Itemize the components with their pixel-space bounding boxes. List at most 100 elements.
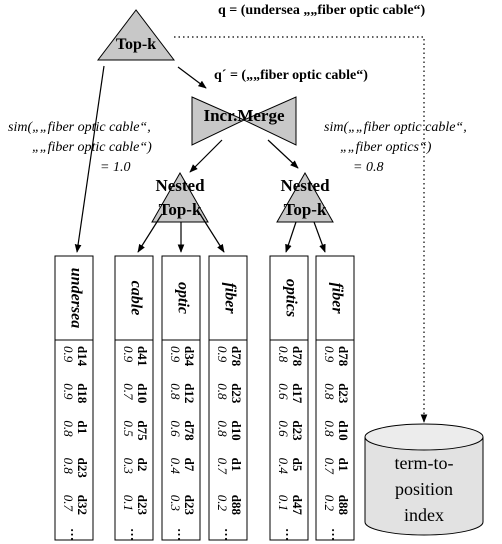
list-entry-doc: d23 [75, 458, 90, 479]
list-entry-score: 0.8 [276, 346, 291, 363]
nested-topk-left-shape [151, 171, 209, 223]
list-entry-doc: d88 [336, 495, 351, 516]
similarity-left: sim(„„fiber optic cable“, „„fiber optic … [8, 120, 152, 175]
index-list: fiberd780.9d230.8d100.8d10.7d880.2… [315, 255, 355, 541]
list-term-label: optic [174, 282, 191, 314]
list-term-label: optics [282, 279, 299, 317]
list-entry-doc: d1 [229, 458, 244, 472]
topk-operator-shape [96, 9, 176, 61]
list-box [161, 255, 201, 541]
list-entry-doc: d10 [336, 420, 351, 440]
list-entry-score: 0.2 [322, 495, 337, 512]
list-entry-score: 0.9 [215, 346, 230, 363]
sim-left-line3: = 1.0 [100, 160, 130, 175]
list-entry-score: 0.8 [215, 383, 230, 400]
list-ellipsis: … [68, 528, 83, 541]
list-entry-score: 0.4 [276, 458, 291, 475]
list-entry-score: 0.9 [322, 346, 337, 363]
list-ellipsis: … [222, 528, 237, 541]
list-entry-doc: d78 [182, 420, 197, 441]
index-list: undersead140.9d180.9d10.8d230.8d320.7… [54, 255, 94, 541]
query-rewritten-text: q´ = („„fiber optic cable“) [214, 68, 368, 83]
index-label-line3: index [404, 505, 444, 525]
list-term-label: undersea [67, 268, 84, 328]
edge-nested-right-to-fiber [313, 221, 326, 253]
list-entry-doc: d18 [75, 383, 90, 404]
list-entry-score: 0.8 [322, 420, 337, 437]
list-ellipsis: … [128, 528, 143, 541]
list-entry-score: 0.8 [61, 458, 76, 475]
index-list: opticd340.9d120.8d780.6d70.4d230.3… [161, 255, 201, 541]
similarity-right: sim(„„fiber optic cable“, „„fiber optics… [324, 120, 467, 175]
list-entry-score: 0.7 [121, 383, 136, 400]
list-entry-score: 0.1 [276, 495, 291, 511]
list-entry-doc: d23 [229, 383, 244, 404]
list-entry-doc: d12 [182, 383, 197, 403]
list-box [315, 255, 355, 541]
index-label-line2: position [395, 479, 453, 499]
list-entry-doc: d23 [182, 495, 197, 516]
list-entry-score: 0.6 [168, 420, 183, 437]
list-entry-score: 0.8 [61, 420, 76, 437]
list-term-label: cable [127, 281, 144, 316]
list-entry-doc: d23 [290, 420, 305, 441]
list-entry-score: 0.4 [168, 458, 183, 475]
list-entry-doc: d78 [290, 346, 305, 367]
edge-nested-right-to-optics [285, 221, 297, 253]
edge-topk-to-merge [177, 66, 207, 89]
list-box [54, 255, 94, 541]
query-text: q = (undersea „„fiber optic cable“) [218, 3, 426, 18]
list-entry-score: 0.3 [168, 495, 183, 512]
list-entry-score: 0.2 [215, 495, 230, 512]
index-lists: undersead140.9d180.9d10.8d230.8d320.7…ca… [54, 255, 355, 541]
edge-nested-left-to-cable [137, 213, 163, 253]
nested-topk-left-line1: Nested [155, 176, 205, 195]
merge-operator-shape [191, 96, 297, 146]
list-entry-score: 0.8 [168, 383, 183, 400]
list-entry-score: 0.9 [168, 346, 183, 363]
list-box [114, 255, 154, 541]
list-entry-score: 0.3 [121, 458, 136, 475]
list-entry-score: 0.5 [121, 420, 136, 437]
list-entry-doc: d10 [229, 420, 244, 440]
list-ellipsis: … [175, 528, 190, 541]
list-term-label: fiber [221, 282, 238, 314]
edges [74, 36, 428, 423]
list-entry-doc: d75 [135, 420, 150, 441]
list-entry-score: 0.7 [322, 458, 337, 475]
list-entry-score: 0.9 [121, 346, 136, 363]
list-box [208, 255, 248, 541]
sim-left-line1: sim(„„fiber optic cable“, [8, 120, 151, 135]
term-to-position-index: term-to- position index [364, 423, 484, 536]
list-entry-doc: d1 [75, 420, 90, 434]
nested-topk-right-line1: Nested [280, 176, 330, 195]
list-entry-score: 0.7 [61, 495, 76, 512]
list-entry-score: 0.8 [215, 420, 230, 437]
index-list: fiberd780.9d230.8d100.8d10.7d880.2… [208, 255, 248, 541]
cylinder-body [364, 437, 484, 536]
list-entry-doc: d5 [290, 458, 305, 472]
edge-nested-left-to-fiber [199, 213, 225, 253]
list-entry-doc: d2 [135, 458, 150, 472]
list-ellipsis: … [329, 528, 344, 541]
nested-topk-left-line2: Top-k [159, 200, 202, 219]
list-entry-doc: d78 [336, 346, 351, 367]
list-entry-score: 0.9 [61, 346, 76, 363]
list-entry-score: 0.7 [215, 458, 230, 475]
list-box [269, 255, 309, 541]
list-entry-doc: d32 [75, 495, 90, 515]
sim-right-line1: sim(„„fiber optic cable“, [324, 120, 467, 135]
list-ellipsis: … [283, 528, 298, 541]
sim-right-line3: = 0.8 [353, 160, 383, 175]
list-entry-score: 0.6 [276, 383, 291, 400]
topk-label: Top-k [116, 36, 156, 53]
edge-topk-to-undersea [74, 65, 105, 253]
list-entry-doc: d14 [75, 346, 90, 367]
list-entry-doc: d47 [290, 495, 305, 516]
list-entry-doc: d23 [336, 383, 351, 404]
list-entry-doc: d10 [135, 383, 150, 403]
list-entry-doc: d17 [290, 383, 305, 404]
edge-merge-to-nested-right [267, 139, 299, 169]
list-entry-doc: d7 [182, 458, 197, 472]
